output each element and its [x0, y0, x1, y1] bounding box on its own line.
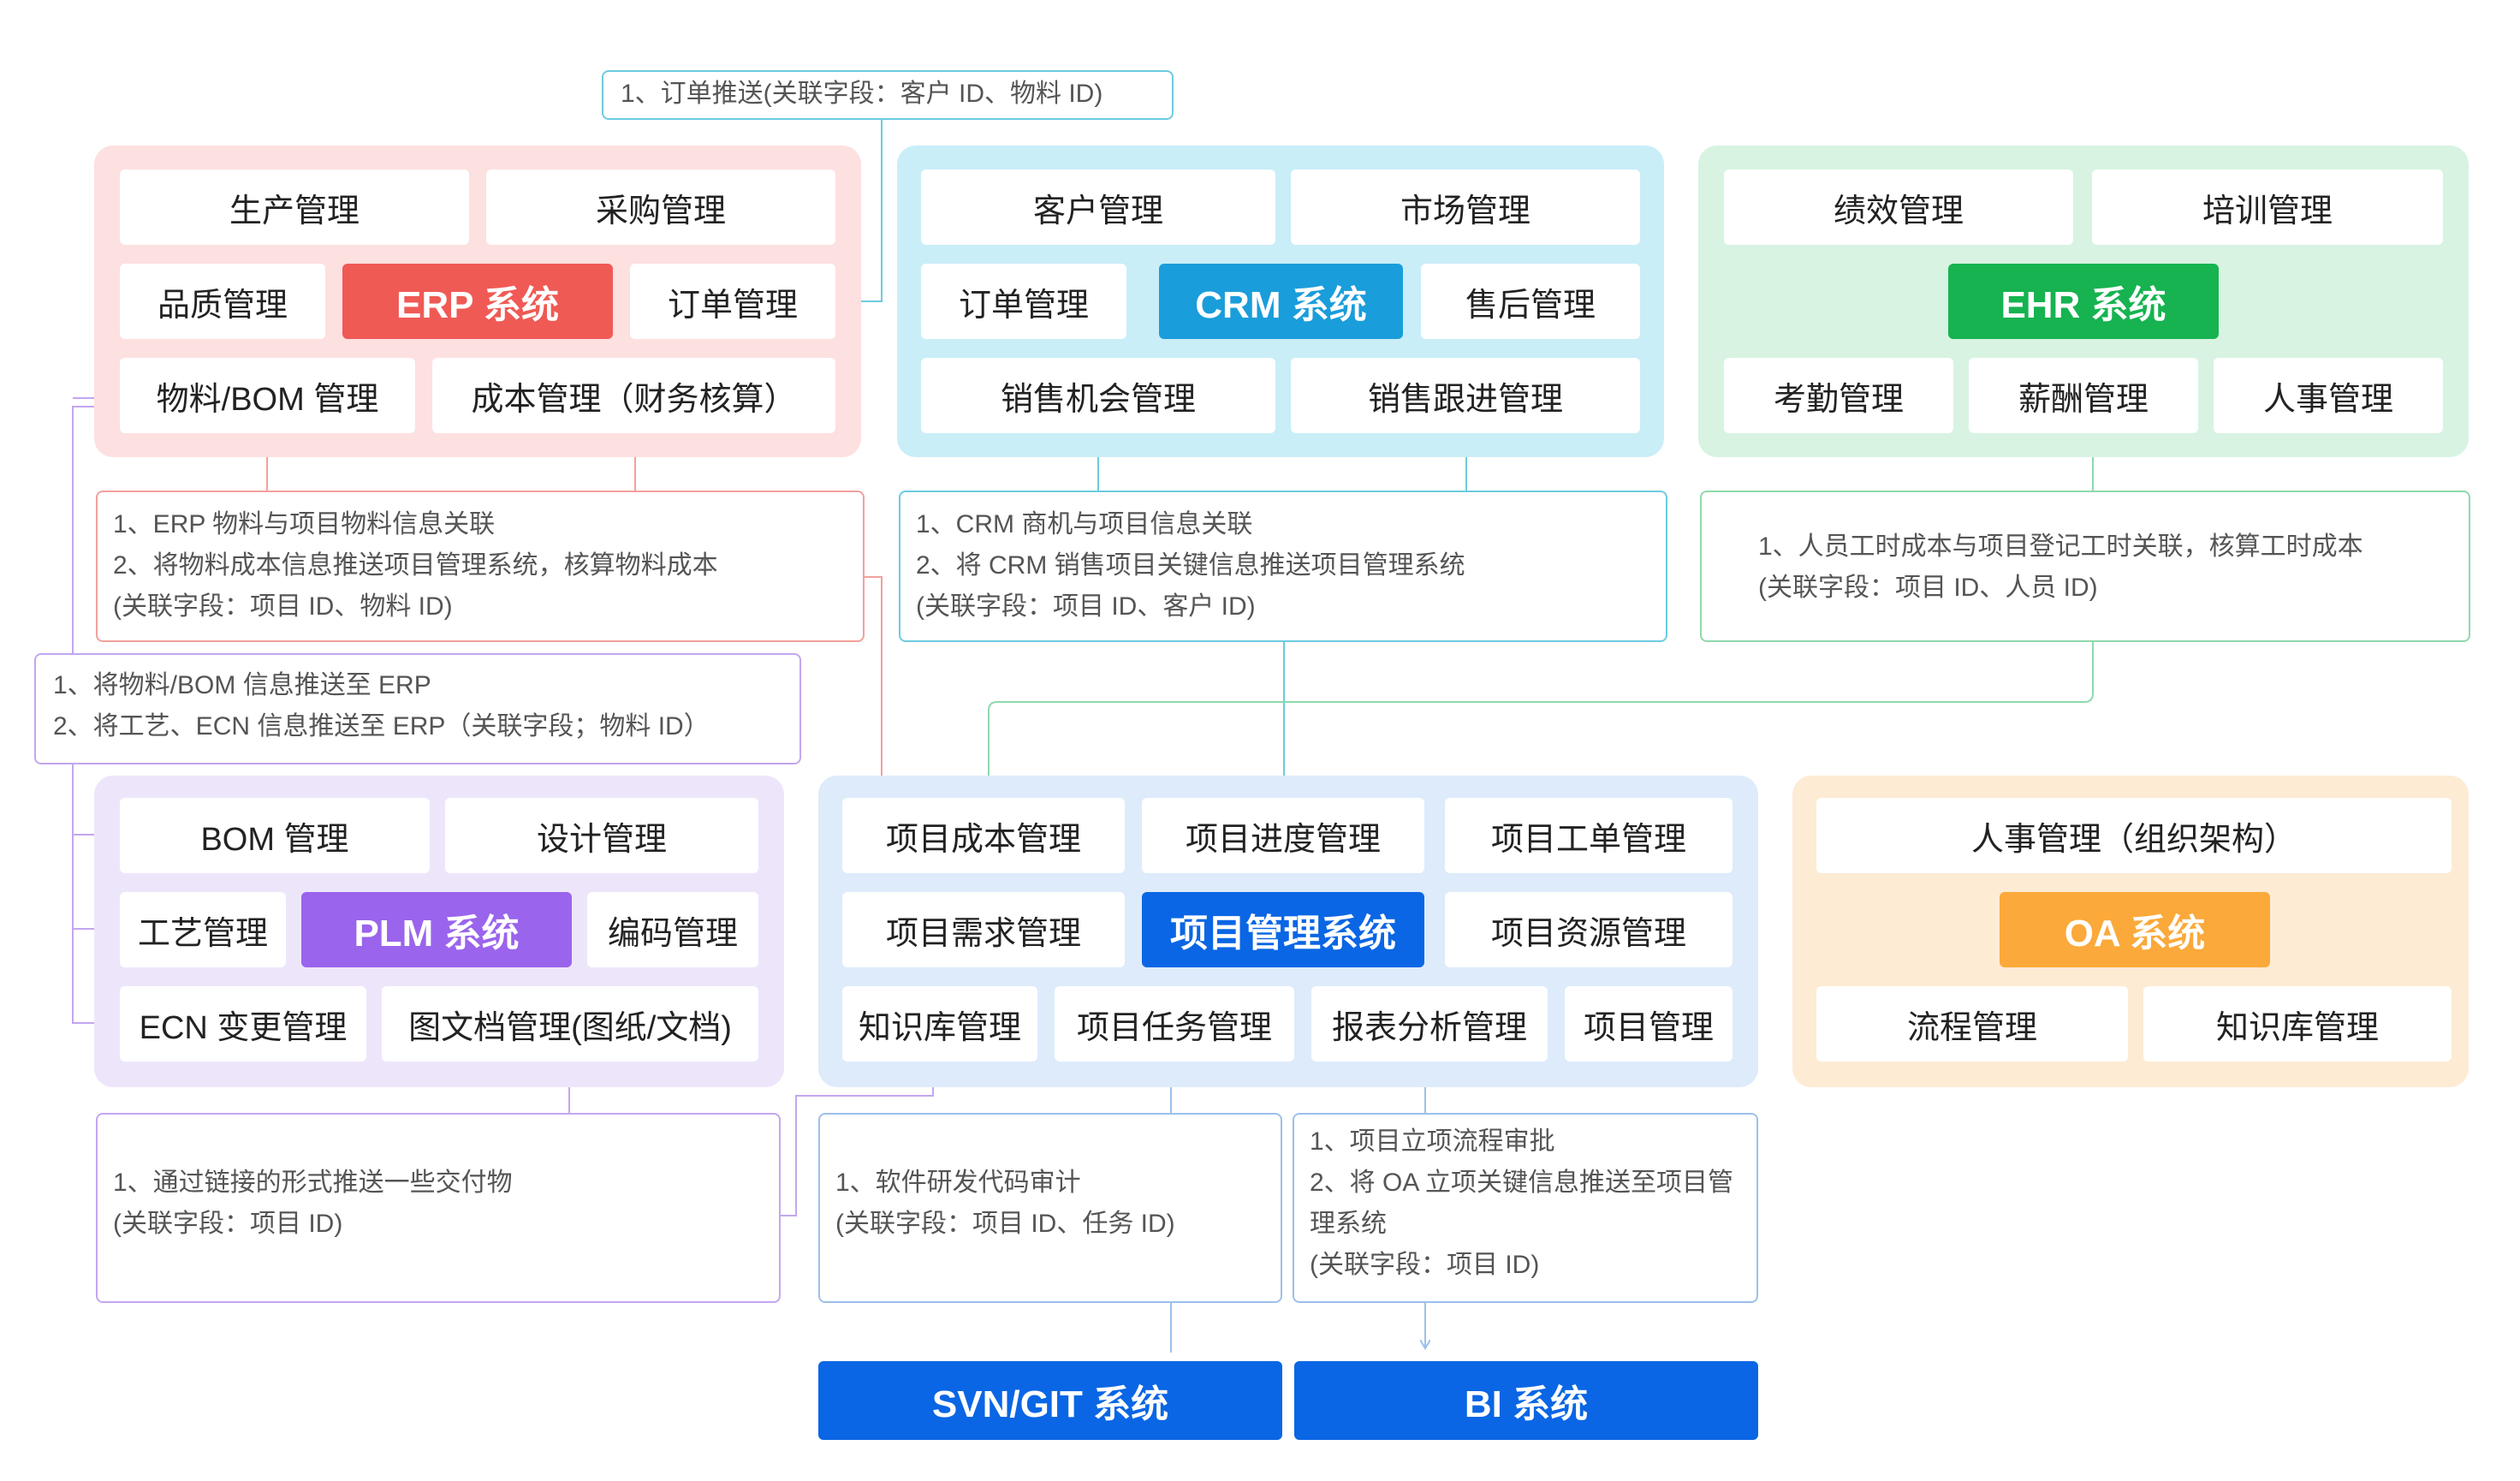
bi-system[interactable]: BI 系统 — [1294, 1361, 1758, 1440]
erp-module-quality[interactable]: 品质管理 — [120, 264, 325, 339]
ehr-module-personnel[interactable]: 人事管理 — [2214, 358, 2443, 433]
pm-module-cost[interactable]: 项目成本管理 — [842, 798, 1125, 873]
erp-note-line-2: 2、将物料成本信息推送项目管理系统，核算物料成本 — [113, 551, 718, 580]
crm-note-line-3: (关联字段：项目 ID、客户 ID) — [916, 592, 1256, 621]
erp-note-line-1: 1、ERP 物料与项目物料信息关联 — [113, 510, 496, 538]
ehr-module-attendance[interactable]: 考勤管理 — [1724, 358, 1953, 433]
crm-module-market[interactable]: 市场管理 — [1291, 170, 1640, 245]
erp-module-cost[interactable]: 成本管理（财务核算） — [432, 358, 835, 433]
oa-note-line-1: 1、项目立项流程审批 — [1310, 1127, 1555, 1156]
crm-note-line-2: 2、将 CRM 销售项目关键信息推送项目管理系统 — [916, 551, 1465, 580]
erp-module-bom[interactable]: 物料/BOM 管理 — [120, 358, 415, 433]
crm-module-order[interactable]: 订单管理 — [921, 264, 1126, 339]
plm-module-design[interactable]: 设计管理 — [445, 798, 758, 873]
plm-push-note-line-2: 2、将工艺、ECN 信息推送至 ERP（关联字段；物料 ID） — [53, 712, 710, 740]
crm-module-followup[interactable]: 销售跟进管理 — [1291, 358, 1640, 433]
pm-module-knowledge[interactable]: 知识库管理 — [842, 986, 1037, 1062]
oa-module-workflow[interactable]: 流程管理 — [1816, 986, 2128, 1062]
order-push-note: 1、订单推送(关联字段：客户 ID、物料 ID) — [602, 70, 1174, 120]
plm-system-title[interactable]: PLM 系统 — [301, 892, 572, 967]
pm-module-progress[interactable]: 项目进度管理 — [1142, 798, 1424, 873]
ehr-module-performance[interactable]: 绩效管理 — [1724, 170, 2073, 245]
line-erp-to-pm — [865, 576, 882, 793]
ehr-integration-note: 1、人员工时成本与项目登记工时关联，核算工时成本 (关联字段：项目 ID、人员 … — [1700, 491, 2470, 642]
plm-module-ecn[interactable]: ECN 变更管理 — [120, 986, 366, 1062]
line-ehr-to-pm — [989, 642, 2094, 793]
plm-note-line-1: 1、通过链接的形式推送一些交付物 — [113, 1169, 513, 1197]
ehr-module-payroll[interactable]: 薪酬管理 — [1969, 358, 2198, 433]
pm-module-tasks[interactable]: 项目任务管理 — [1055, 986, 1294, 1062]
plm-module-process[interactable]: 工艺管理 — [120, 892, 286, 967]
order-push-note-text: 1、订单推送(关联字段：客户 ID、物料 ID) — [621, 80, 1103, 108]
erp-note-line-3: (关联字段：项目 ID、物料 ID) — [113, 592, 453, 621]
crm-module-aftersales[interactable]: 售后管理 — [1421, 264, 1640, 339]
plm-module-coding[interactable]: 编码管理 — [587, 892, 758, 967]
plm-module-documents[interactable]: 图文档管理(图纸/文档) — [382, 986, 758, 1062]
crm-module-customer[interactable]: 客户管理 — [921, 170, 1275, 245]
pm-module-reports[interactable]: 报表分析管理 — [1311, 986, 1548, 1062]
oa-module-personnel[interactable]: 人事管理（组织架构） — [1816, 798, 2452, 873]
svn-git-system[interactable]: SVN/GIT 系统 — [818, 1361, 1282, 1440]
crm-module-opportunity[interactable]: 销售机会管理 — [921, 358, 1275, 433]
oa-system-title[interactable]: OA 系统 — [2000, 892, 2270, 967]
svn-integration-note: 1、软件研发代码审计 (关联字段：项目 ID、任务 ID) — [818, 1113, 1282, 1303]
plm-note-line-2: (关联字段：项目 ID) — [113, 1210, 343, 1238]
crm-system-title[interactable]: CRM 系统 — [1159, 264, 1403, 339]
pm-module-workorder[interactable]: 项目工单管理 — [1445, 798, 1732, 873]
plm-push-note-line-1: 1、将物料/BOM 信息推送至 ERP — [53, 671, 431, 699]
erp-module-purchase[interactable]: 采购管理 — [486, 170, 835, 245]
erp-module-production[interactable]: 生产管理 — [120, 170, 469, 245]
crm-note-line-1: 1、CRM 商机与项目信息关联 — [916, 510, 1253, 538]
ehr-note-line-2: (关联字段：项目 ID、人员 ID) — [1758, 574, 2098, 602]
plm-module-bom[interactable]: BOM 管理 — [120, 798, 430, 873]
oa-integration-note: 1、项目立项流程审批 2、将 OA 立项关键信息推送至项目管理系统 (关联字段：… — [1293, 1113, 1758, 1303]
ehr-system-title[interactable]: EHR 系统 — [1948, 264, 2219, 339]
oa-note-line-2: 2、将 OA 立项关键信息推送至项目管理系统 — [1310, 1169, 1734, 1238]
erp-integration-note: 1、ERP 物料与项目物料信息关联 2、将物料成本信息推送项目管理系统，核算物料… — [96, 491, 865, 642]
svn-note-line-1: 1、软件研发代码审计 — [835, 1169, 1081, 1197]
svn-note-line-2: (关联字段：项目 ID、任务 ID) — [835, 1210, 1175, 1238]
oa-note-line-3: (关联字段：项目 ID) — [1310, 1251, 1540, 1279]
crm-integration-note: 1、CRM 商机与项目信息关联 2、将 CRM 销售项目关键信息推送项目管理系统… — [899, 491, 1667, 642]
ehr-note-line-1: 1、人员工时成本与项目登记工时关联，核算工时成本 — [1758, 532, 2363, 561]
erp-module-order[interactable]: 订单管理 — [630, 264, 835, 339]
pm-module-project[interactable]: 项目管理 — [1565, 986, 1732, 1062]
ehr-module-training[interactable]: 培训管理 — [2092, 170, 2443, 245]
pm-module-requirements[interactable]: 项目需求管理 — [842, 892, 1125, 967]
plm-push-note: 1、将物料/BOM 信息推送至 ERP 2、将工艺、ECN 信息推送至 ERP（… — [34, 653, 801, 764]
erp-system-title[interactable]: ERP 系统 — [342, 264, 613, 339]
pm-module-resources[interactable]: 项目资源管理 — [1445, 892, 1732, 967]
pm-system-title[interactable]: 项目管理系统 — [1142, 892, 1424, 967]
oa-module-knowledge[interactable]: 知识库管理 — [2143, 986, 2452, 1062]
plm-integration-note: 1、通过链接的形式推送一些交付物 (关联字段：项目 ID) — [96, 1113, 781, 1303]
